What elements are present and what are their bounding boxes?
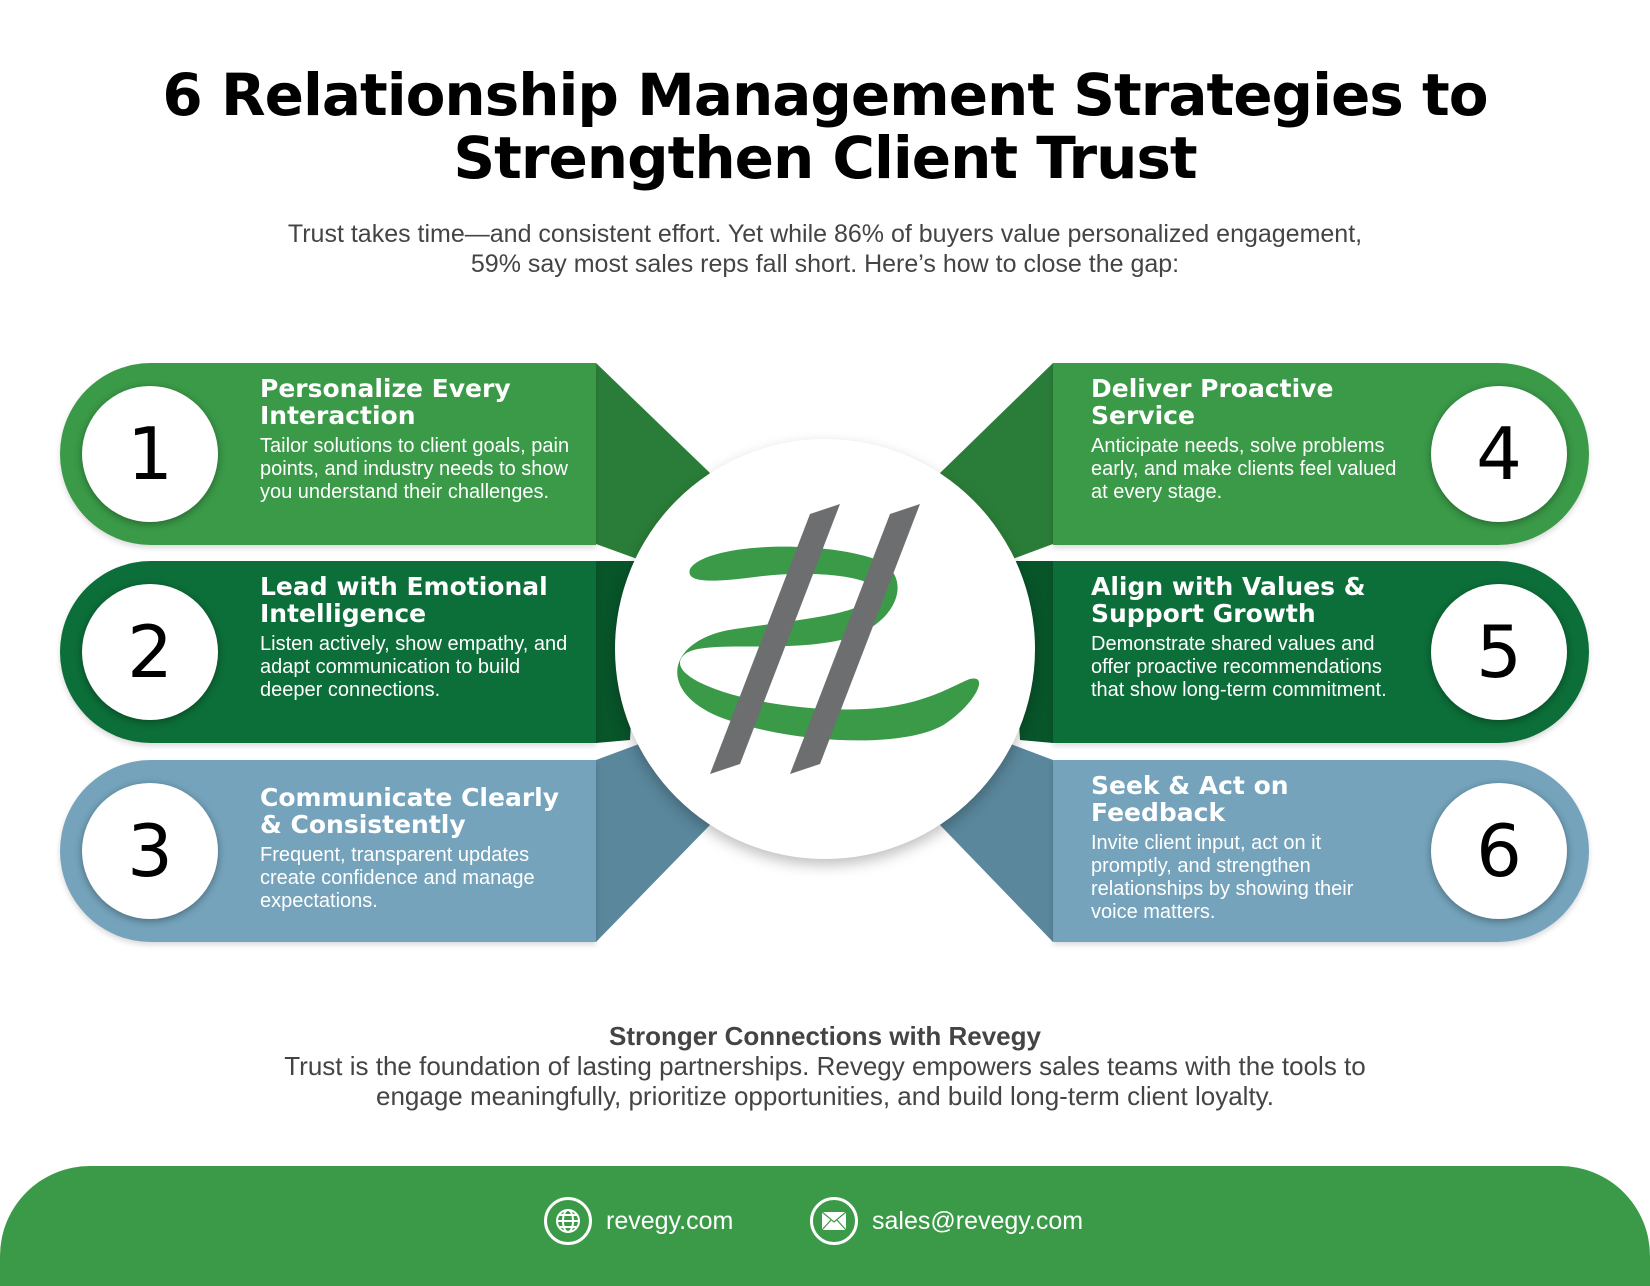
number-badge: 3 [82,783,218,919]
strategy-title: Communicate Clearly & Consistently [260,783,560,839]
subtitle: Trust takes time—and consistent effort. … [0,219,1650,279]
strategy-title: Lead with Emotional Intelligence [260,572,548,628]
strategy-title: Align with Values & Support Growth [1091,572,1366,628]
number-badge: 2 [82,584,218,720]
subtitle-line: Trust takes time—and consistent effort. … [287,220,1363,248]
revegy-logo-circle [615,439,1035,859]
website-text: revegy.com [606,1206,734,1235]
closing-body: Trust is the foundation of lasting partn… [0,1051,1650,1111]
website-link[interactable]: revegy.com [544,1197,733,1245]
revegy-logo-icon [677,504,980,774]
strategy-body: Demonstrate shared values and offer proa… [1091,633,1387,701]
wedge-1 [596,363,710,560]
closing-heading: Stronger Connections with Revegy [609,1021,1041,1051]
email-text: sales@revegy.com [872,1206,1084,1235]
number-badge: 5 [1431,584,1567,720]
globe-icon [544,1197,592,1245]
envelope-icon [810,1197,858,1245]
title-line: Strengthen Client Trust [453,124,1197,192]
strategy-body: Invite client input, act on it promptly,… [1091,832,1354,923]
closing-line: Trust is the foundation of lasting partn… [284,1051,1366,1081]
strategy-body: Listen actively, show empathy, and adapt… [260,633,568,701]
number-badge: 1 [82,386,218,522]
subtitle-line: 59% say most sales reps fall short. Here… [470,250,1180,278]
email-link[interactable]: sales@revegy.com [810,1197,1083,1245]
number-badge: 6 [1431,783,1567,919]
strategy-body: Tailor solutions to client goals, pain p… [260,435,570,503]
wedge-4 [940,363,1053,560]
strategy-title: Personalize Every Interaction [260,374,511,430]
strategy-body: Frequent, transparent updates create con… [260,844,535,912]
strategy-title: Seek & Act on Feedback [1091,771,1289,827]
title-line: 6 Relationship Management Strategies to [162,61,1488,129]
strategy-body: Anticipate needs, solve problems early, … [1091,435,1397,503]
number-badge: 4 [1431,386,1567,522]
strategy-title: Deliver Proactive Service [1091,374,1334,430]
closing-line: engage meaningfully, prioritize opportun… [376,1081,1274,1111]
